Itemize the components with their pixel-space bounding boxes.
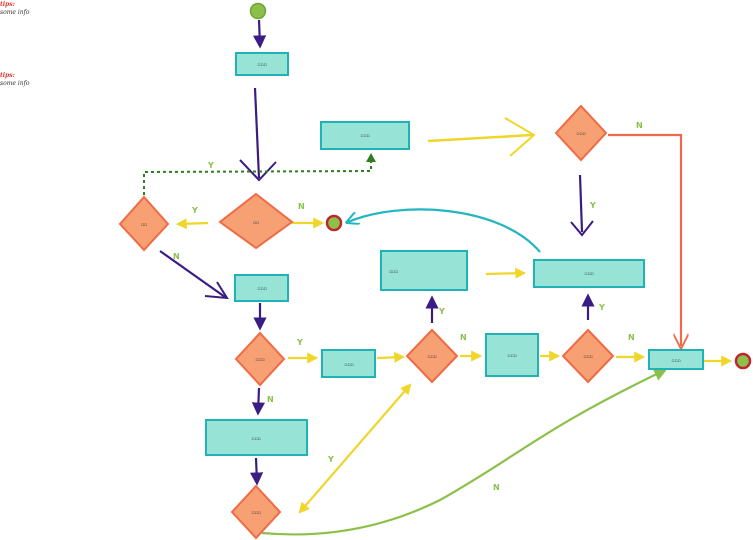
node-label: ▫▫▫: [344, 363, 353, 368]
node-label: ▫▫▫: [360, 134, 369, 139]
edge-p9-to-d3: [249, 457, 264, 486]
edge-label-y: Y: [438, 307, 445, 316]
node-label: ▫▫▫: [576, 132, 585, 137]
node-label: ▫▫▫: [251, 437, 260, 442]
decision-node-d2[interactable]: ▫▫▫: [234, 331, 286, 387]
process-node-p6[interactable]: ▫▫▫: [533, 259, 645, 288]
edge-p1-to-d1: [239, 87, 277, 182]
edge-p6-to-end1: [348, 208, 541, 253]
node-label: ▫▫▫: [583, 355, 592, 360]
node-label: ▫▫: [141, 223, 147, 228]
node-label: ▫▫▫: [257, 63, 266, 68]
edge-p2-to-d6: [427, 117, 536, 157]
node-label: ▫▫▫: [584, 272, 593, 277]
edge-d0-to-p3: [159, 250, 229, 300]
edge-label-n: N: [493, 483, 500, 492]
decision-node-d0[interactable]: ▫▫: [118, 195, 170, 252]
edge-label-n: N: [267, 395, 274, 404]
node-label: ▫▫▫: [389, 270, 398, 275]
arrowhead-icon: [366, 153, 376, 162]
edge-label-n: N: [298, 202, 305, 211]
edge-label-y: Y: [589, 201, 596, 210]
decision-node-d6[interactable]: ▫▫▫: [554, 104, 608, 162]
node-label: ▫▫▫: [507, 354, 516, 359]
decision-node-d1[interactable]: ▫▫: [218, 192, 294, 250]
process-node-p9[interactable]: ▫▫▫: [205, 419, 308, 456]
tip-note-2: tips: some info: [0, 72, 29, 88]
node-label: ▫▫▫: [251, 511, 260, 516]
node-label: ▫▫▫: [671, 359, 680, 364]
edge-d6-to-p8: [608, 133, 681, 346]
process-node-p3[interactable]: ▫▫▫: [234, 274, 289, 302]
process-node-p8[interactable]: ▫▫▫: [648, 349, 704, 370]
edge-label-y: Y: [598, 303, 605, 312]
end-node[interactable]: [325, 214, 343, 232]
edge-label-y: Y: [327, 455, 334, 464]
edge-d2-to-p9: [251, 387, 266, 416]
tip-body: some info: [0, 9, 30, 16]
edge-label-n: N: [460, 333, 467, 342]
node-label: ▫▫▫: [255, 358, 264, 363]
edge-label-y: Y: [191, 206, 198, 215]
edge-d3-to-d4: [298, 383, 412, 514]
end-node[interactable]: [734, 352, 752, 370]
node-label: ▫▫: [253, 221, 259, 226]
tip-body: some info: [0, 80, 30, 87]
start-node[interactable]: [249, 2, 267, 20]
node-label: ▫▫▫: [427, 355, 436, 360]
process-node-p7[interactable]: ▫▫▫: [485, 333, 539, 377]
edge-label-n: N: [173, 252, 180, 261]
edge-p5-to-p6: [485, 267, 527, 279]
tip-title: tips:: [0, 72, 15, 79]
edge-label-y: Y: [296, 338, 303, 347]
tip-note-1: tips: some info: [0, 1, 29, 17]
process-node-p1[interactable]: ▫▫▫: [235, 52, 289, 76]
edge-label-n: N: [628, 333, 635, 342]
edge-d6-to-p6: [570, 174, 594, 237]
edge-d1-to-d0: [175, 218, 209, 230]
tip-title: tips:: [0, 1, 15, 8]
decision-node-d5[interactable]: ▫▫▫: [561, 328, 615, 384]
process-node-p4[interactable]: ▫▫▫: [321, 349, 376, 378]
process-node-p2[interactable]: ▫▫▫: [320, 121, 410, 150]
edge-p4-to-d4: [376, 351, 406, 363]
decision-node-d4[interactable]: ▫▫▫: [405, 328, 459, 384]
process-node-p5[interactable]: ▫▫▫: [380, 250, 468, 291]
edge-label-y: Y: [207, 161, 214, 170]
edge-label-n: N: [636, 121, 643, 130]
edge-d3-to-p8: [261, 368, 668, 536]
edge-start-to-p1: [252, 19, 267, 49]
decision-node-d3[interactable]: ▫▫▫: [230, 484, 282, 540]
node-label: ▫▫▫: [257, 287, 266, 292]
